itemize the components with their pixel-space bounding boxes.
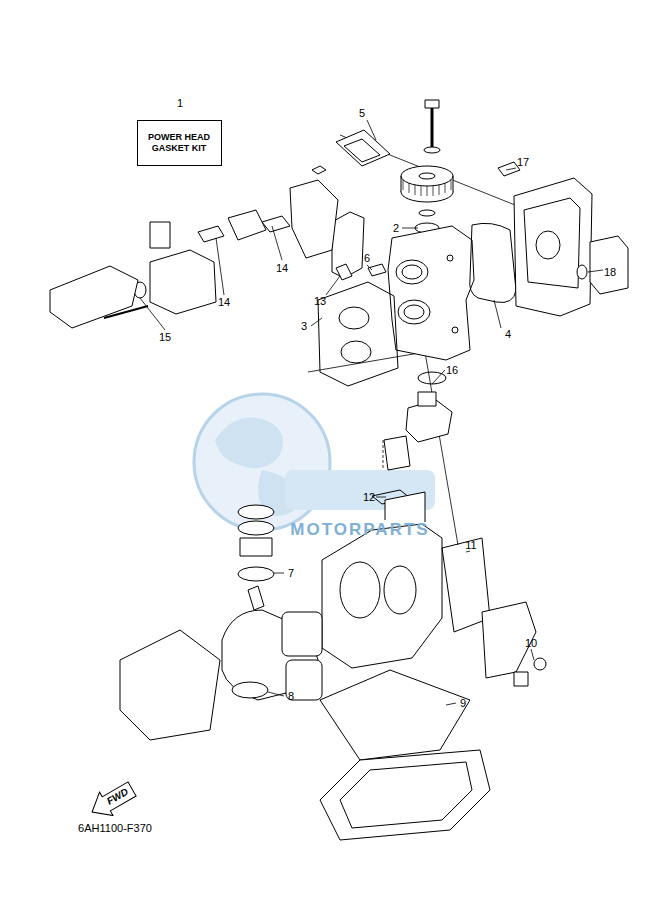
callout-number: 2 <box>392 221 400 235</box>
callout-number: 1 <box>176 96 184 110</box>
kit-label: POWER HEAD GASKET KIT <box>144 132 214 155</box>
callout-number: 3 <box>300 319 308 333</box>
callout-number: 14 <box>217 295 231 309</box>
callout-number: 15 <box>158 330 172 344</box>
callout-number: 4 <box>504 327 512 341</box>
watermark-globe <box>194 394 435 530</box>
callout-number: 18 <box>603 265 617 279</box>
callout-number: 13 <box>313 294 327 308</box>
callout-number: 5 <box>358 106 366 120</box>
callout-number: 14 <box>275 261 289 275</box>
callout-number: 16 <box>445 363 459 377</box>
callout-number: 6 <box>363 251 371 265</box>
parts <box>50 100 628 840</box>
callout-number: 7 <box>287 566 295 580</box>
callout-number: 9 <box>459 696 467 710</box>
watermark: MOTORPARTS <box>289 519 430 541</box>
callout-number: 12 <box>362 490 376 504</box>
callout-number: 11 <box>464 538 477 552</box>
leader-lines <box>140 120 603 705</box>
callout-number: 8 <box>287 689 295 703</box>
callout-number: 10 <box>524 636 538 650</box>
forward-arrow: FWD <box>84 775 140 824</box>
kit-label-box: POWER HEAD GASKET KIT <box>137 120 222 166</box>
callout-number: 17 <box>516 155 530 169</box>
diagram-code: 6AH1100-F370 <box>77 821 153 835</box>
arrow-shape <box>85 777 138 823</box>
